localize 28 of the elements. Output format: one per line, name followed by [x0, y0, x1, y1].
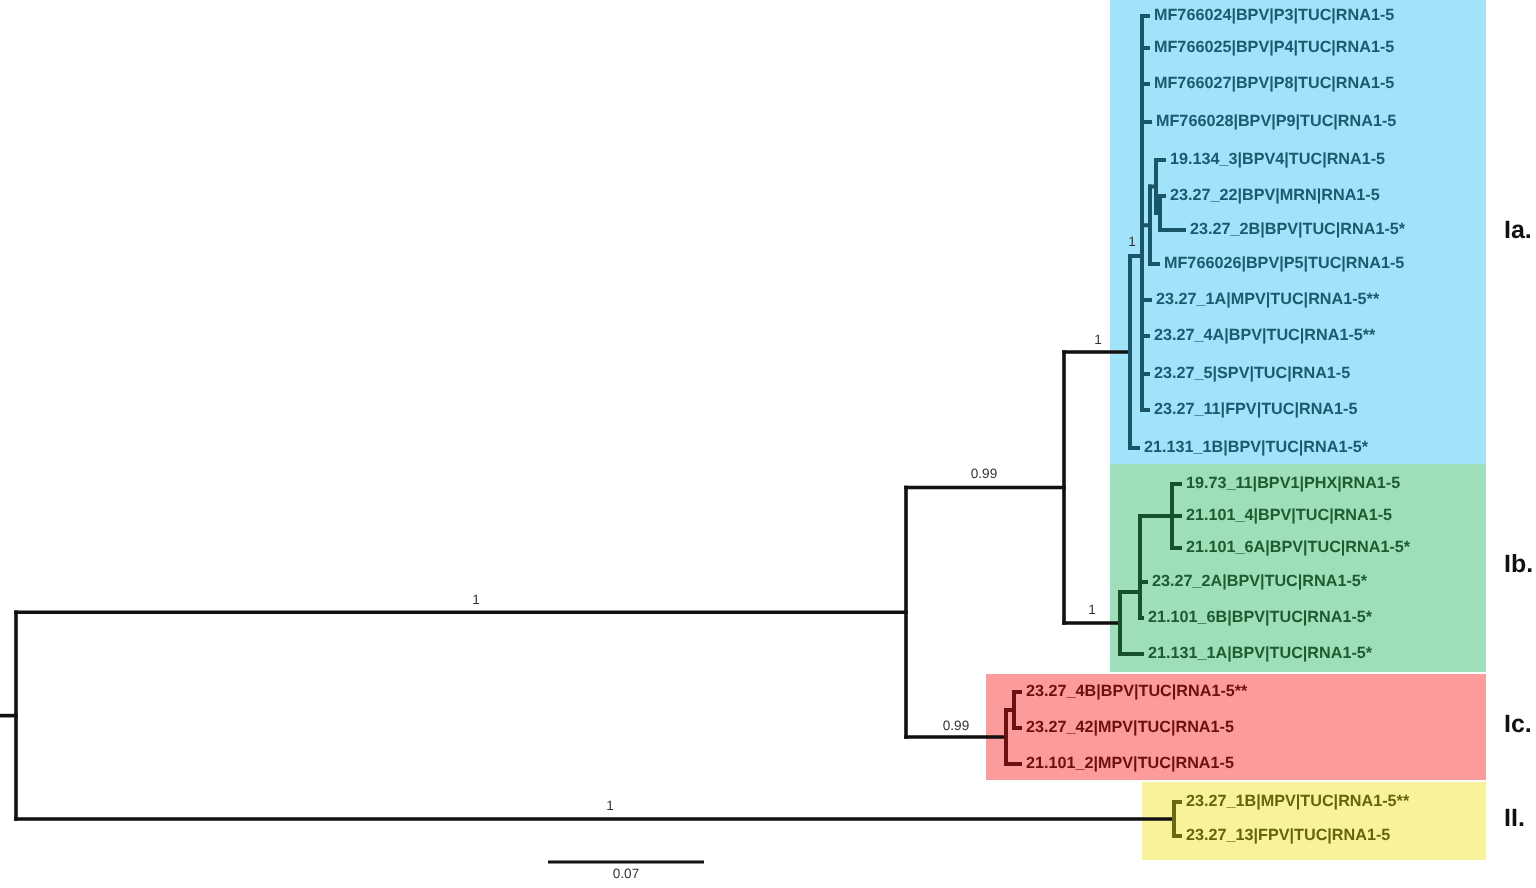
taxon-label: 21.101_4|BPV|TUC|RNA1-5 — [1186, 506, 1393, 526]
taxon-label: MF766025|BPV|P4|TUC|RNA1-5 — [1154, 38, 1395, 58]
clade-label: Ia. — [1504, 215, 1532, 245]
clade-label: Ic. — [1504, 709, 1532, 739]
taxon-label: 19.73_11|BPV1|PHX|RNA1-5 — [1186, 474, 1401, 494]
taxon-label: MF766024|BPV|P3|TUC|RNA1-5 — [1154, 6, 1395, 26]
clade-label: Ib. — [1504, 549, 1534, 579]
taxon-label: MF766026|BPV|P5|TUC|RNA1-5 — [1164, 254, 1405, 274]
taxon-label: 21.131_1B|BPV|TUC|RNA1-5* — [1144, 438, 1369, 458]
taxon-label: 21.101_2|MPV|TUC|RNA1-5 — [1026, 754, 1234, 774]
taxon-label: 23.27_1A|MPV|TUC|RNA1-5** — [1156, 290, 1380, 310]
taxon-label: MF766028|BPV|P9|TUC|RNA1-5 — [1156, 112, 1397, 132]
taxon-label: 23.27_13|FPV|TUC|RNA1-5 — [1186, 826, 1391, 846]
taxon-label: 23.27_11|FPV|TUC|RNA1-5 — [1154, 400, 1358, 420]
taxon-label: 21.101_6A|BPV|TUC|RNA1-5* — [1186, 538, 1411, 558]
taxon-label: 19.134_3|BPV4|TUC|RNA1-5 — [1170, 150, 1386, 170]
taxon-label: 23.27_22|BPV|MRN|RNA1-5 — [1170, 186, 1380, 206]
taxon-label: 23.27_2B|BPV|TUC|RNA1-5* — [1190, 220, 1406, 240]
taxon-label: 23.27_42|MPV|TUC|RNA1-5 — [1026, 718, 1234, 738]
taxon-label: 23.27_4B|BPV|TUC|RNA1-5** — [1026, 682, 1248, 702]
clade-label: II. — [1504, 803, 1525, 833]
taxon-label: 21.101_6B|BPV|TUC|RNA1-5* — [1148, 608, 1373, 628]
taxon-label: 23.27_1B|MPV|TUC|RNA1-5** — [1186, 792, 1410, 812]
taxon-label: 23.27_4A|BPV|TUC|RNA1-5** — [1154, 326, 1376, 346]
taxon-label: 23.27_2A|BPV|TUC|RNA1-5* — [1152, 572, 1368, 592]
taxon-label: 21.131_1A|BPV|TUC|RNA1-5* — [1148, 644, 1373, 664]
taxon-label: 23.27_5|SPV|TUC|RNA1-5 — [1154, 364, 1351, 384]
taxon-label: MF766027|BPV|P8|TUC|RNA1-5 — [1154, 74, 1395, 94]
